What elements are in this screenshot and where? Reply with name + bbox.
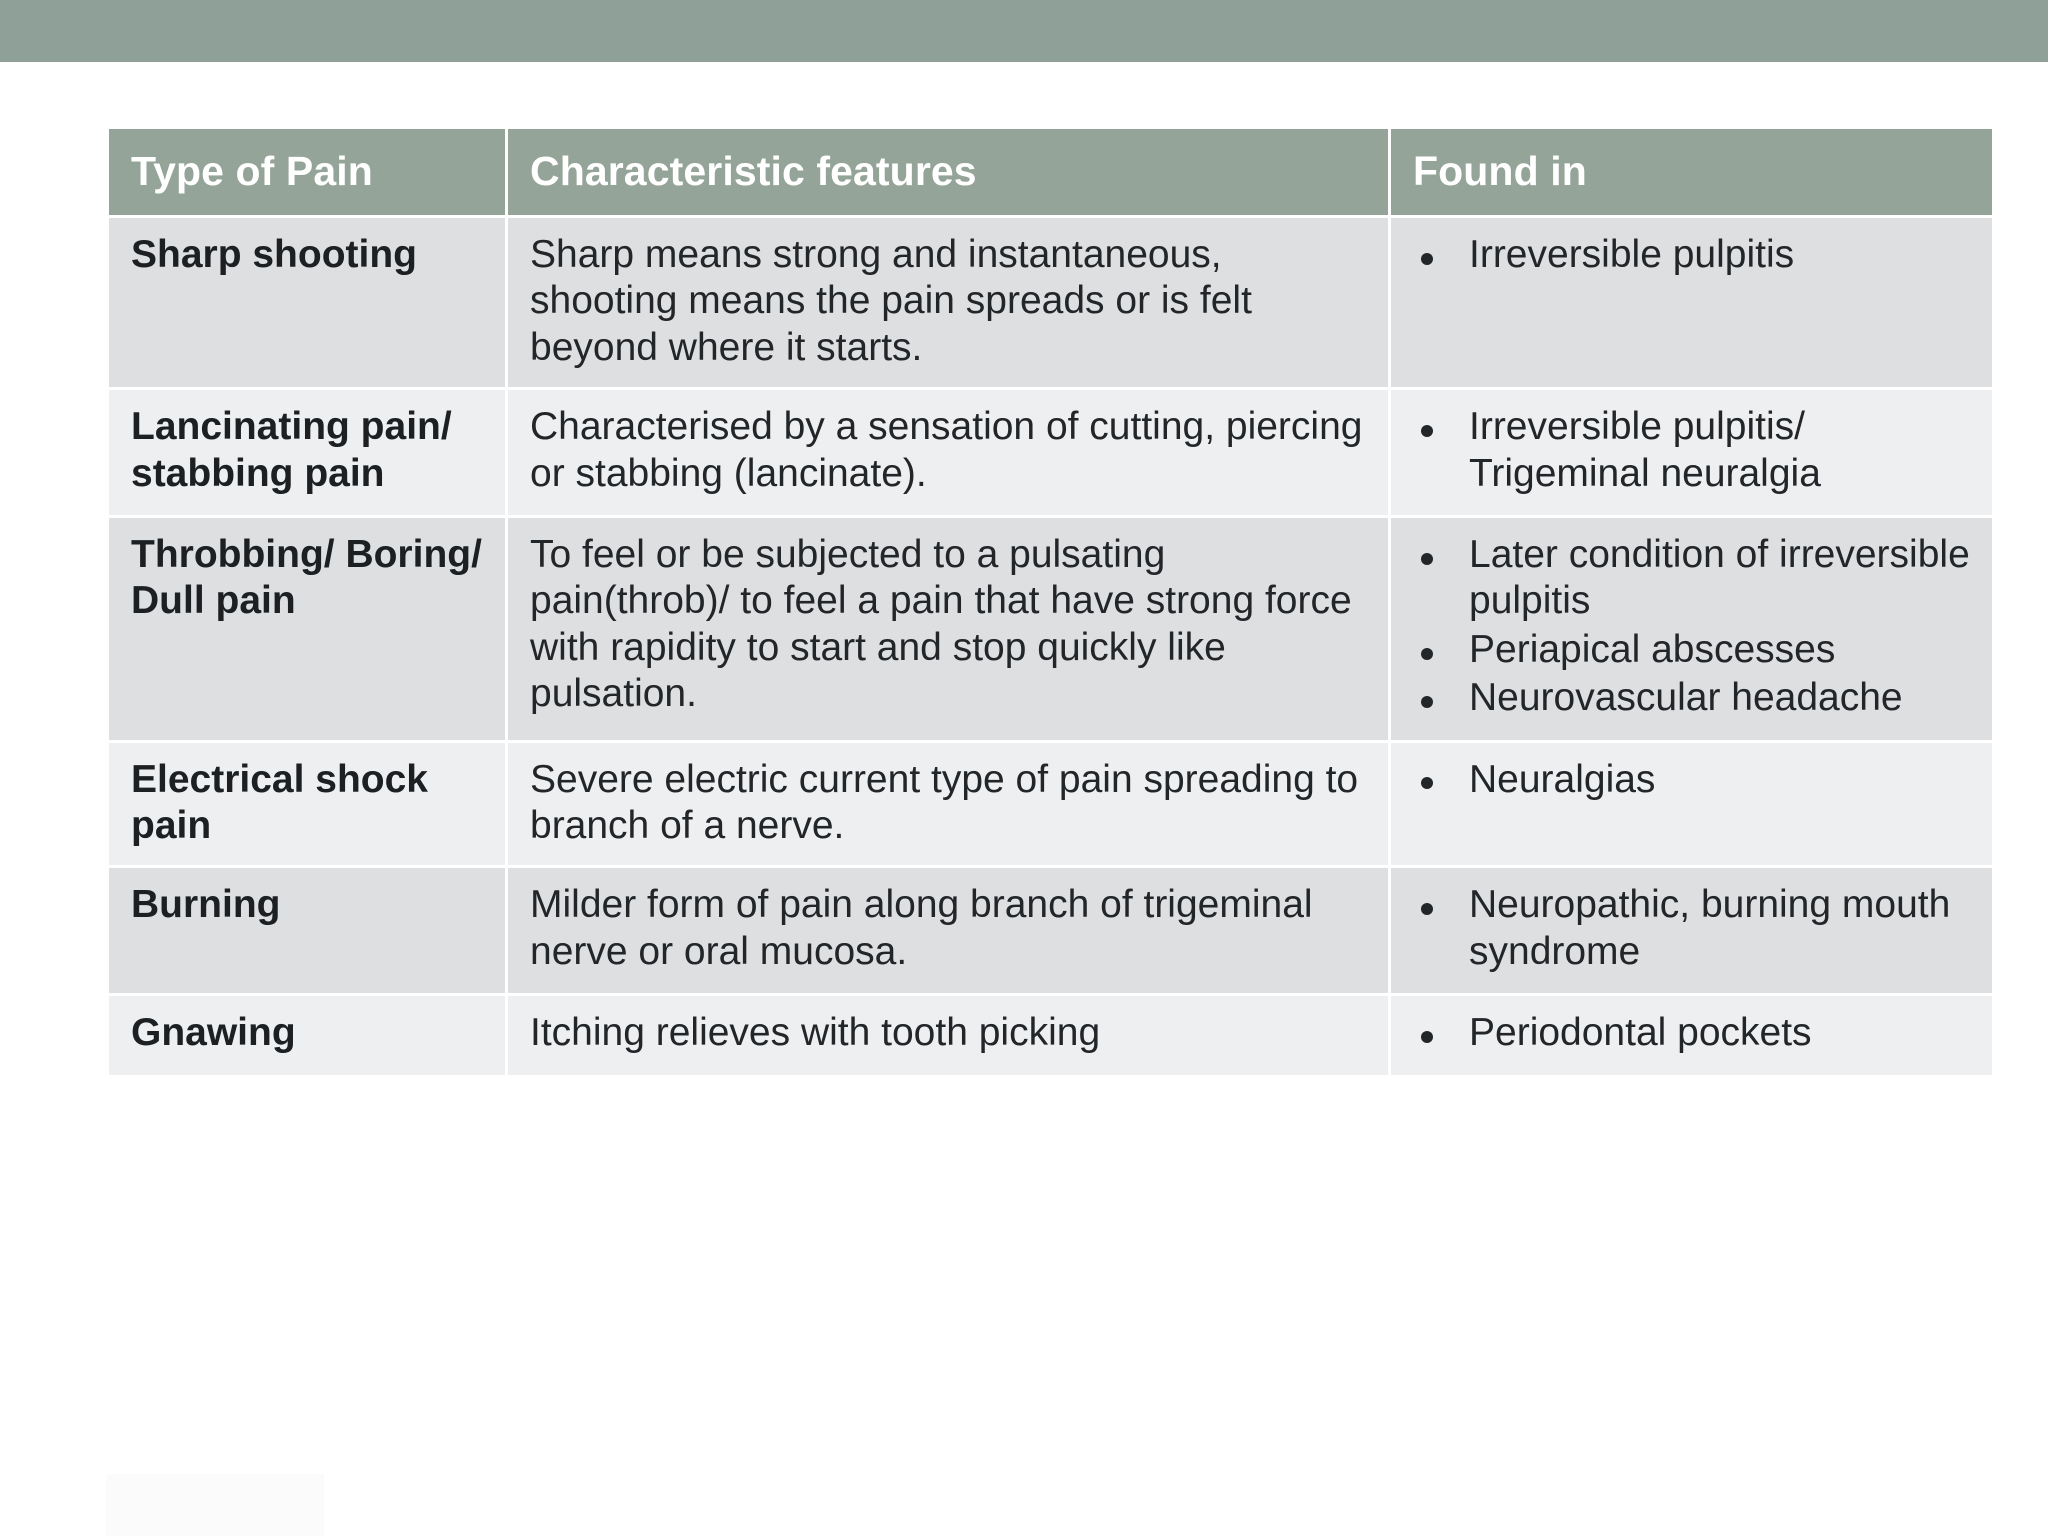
list-item: Irreversible pulpitis/ Trigeminal neural…: [1413, 404, 1972, 497]
list-item-label: Neuropathic, burning mouth syndrome: [1469, 883, 1951, 973]
found-in-list: Later condition of irreversible pulpitis…: [1413, 532, 1972, 722]
cell-type-of-pain: Lancinating pain/ stabbing pain: [109, 390, 505, 516]
top-decorative-band: [0, 0, 2048, 62]
cell-characteristic-features: To feel or be subjected to a pulsating p…: [508, 518, 1388, 740]
cell-characteristic-features: Severe electric current type of pain spr…: [508, 742, 1388, 866]
cell-type-of-pain: Throbbing/ Boring/ Dull pain: [109, 518, 505, 740]
list-item-label: Periodontal pockets: [1469, 1011, 1812, 1055]
table-header-row: Type of Pain Characteristic features Fou…: [109, 129, 1992, 215]
list-item: Neurovascular headache: [1413, 675, 1972, 721]
found-in-list: Neuropathic, burning mouth syndrome: [1413, 882, 1972, 975]
column-header-characteristic-features: Characteristic features: [508, 129, 1388, 215]
list-item: Periodontal pockets: [1413, 1010, 1972, 1056]
list-item: Periapical abscesses: [1413, 627, 1972, 673]
list-item-label: Periapical abscesses: [1469, 627, 1836, 671]
cell-characteristic-features: Sharp means strong and instantaneous, sh…: [508, 218, 1388, 388]
bullet-dot-icon: [1421, 552, 1433, 565]
list-item: Neuralgias: [1413, 757, 1972, 803]
cell-characteristic-features: Characterised by a sensation of cutting,…: [508, 390, 1388, 516]
list-item-label: Neurovascular headache: [1469, 676, 1903, 720]
found-in-list: Neuralgias: [1413, 757, 1972, 803]
list-item: Neuropathic, burning mouth syndrome: [1413, 882, 1972, 975]
list-item-label: Neuralgias: [1469, 757, 1656, 801]
cell-type-of-pain: Gnawing: [109, 996, 505, 1075]
cell-type-of-pain: Sharp shooting: [109, 218, 505, 388]
found-in-list: Irreversible pulpitis: [1413, 232, 1972, 278]
cell-found-in: Neuralgias: [1391, 742, 1992, 866]
bullet-dot-icon: [1421, 647, 1433, 660]
cell-found-in: Irreversible pulpitis/ Trigeminal neural…: [1391, 390, 1992, 516]
cell-found-in: Irreversible pulpitis: [1391, 218, 1992, 388]
pain-types-table: Type of Pain Characteristic features Fou…: [106, 126, 1995, 1078]
found-in-list: Irreversible pulpitis/ Trigeminal neural…: [1413, 404, 1972, 497]
cell-type-of-pain: Burning: [109, 868, 505, 994]
column-header-type-of-pain: Type of Pain: [109, 129, 505, 215]
cell-found-in: Neuropathic, burning mouth syndrome: [1391, 868, 1992, 994]
bullet-dot-icon: [1421, 777, 1433, 790]
column-header-found-in: Found in: [1391, 129, 1992, 215]
bullet-dot-icon: [1421, 695, 1433, 708]
table-header: Type of Pain Characteristic features Fou…: [109, 129, 1992, 215]
bullet-dot-icon: [1421, 1030, 1433, 1043]
cell-type-of-pain: Electrical shock pain: [109, 742, 505, 866]
bullet-dot-icon: [1421, 903, 1433, 916]
bullet-dot-icon: [1421, 252, 1433, 265]
list-item-label: Irreversible pulpitis/ Trigeminal neural…: [1469, 405, 1821, 495]
list-item: Irreversible pulpitis: [1413, 232, 1972, 278]
list-item-label: Irreversible pulpitis: [1469, 233, 1795, 276]
footer-sliver: [106, 1474, 324, 1536]
cell-found-in: Periodontal pockets: [1391, 996, 1992, 1075]
cell-found-in: Later condition of irreversible pulpitis…: [1391, 518, 1992, 740]
bullet-dot-icon: [1421, 424, 1433, 437]
found-in-list: Periodontal pockets: [1413, 1010, 1972, 1056]
list-item-label: Later condition of irreversible pulpitis: [1469, 533, 1970, 623]
list-item: Later condition of irreversible pulpitis: [1413, 532, 1972, 625]
cell-characteristic-features: Milder form of pain along branch of trig…: [508, 868, 1388, 994]
cell-characteristic-features: Itching relieves with tooth picking: [508, 996, 1388, 1075]
